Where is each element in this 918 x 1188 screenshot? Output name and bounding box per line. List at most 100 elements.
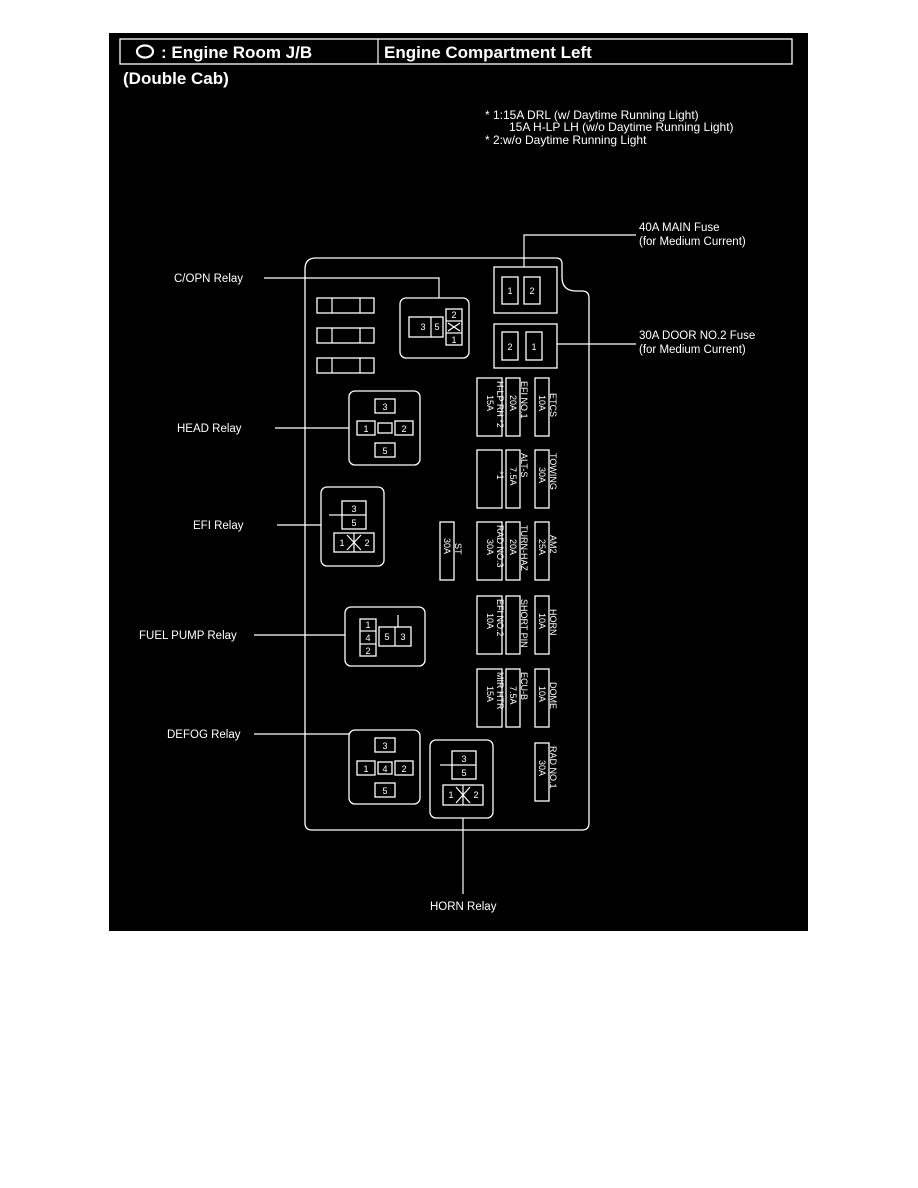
fuel-pump-pin-3: 3 xyxy=(400,632,405,642)
defog-pin-1: 1 xyxy=(363,764,368,774)
blank-slot-1 xyxy=(316,297,375,314)
junction-block-diagram: : Engine Room J/B Engine Compartment Lef… xyxy=(119,38,793,913)
fuse-mir-htr-name: MIR HTR xyxy=(495,672,505,710)
subtitle: (Double Cab) xyxy=(123,69,229,88)
fuse-column-frames xyxy=(439,377,550,802)
fuse-efi-no1-amp: 20A xyxy=(508,395,518,411)
fuse-short-pin-name: SHORT PIN xyxy=(519,599,529,648)
note-2: * 2:w/o Daytime Running Light xyxy=(485,133,647,147)
head-pin-3: 3 xyxy=(382,402,387,412)
fuse-rad-no3-amp: 30A xyxy=(485,539,495,555)
horn-pin-2: 2 xyxy=(473,790,478,800)
efi-pin-5: 5 xyxy=(351,518,356,528)
horn-pin-5: 5 xyxy=(461,768,466,778)
defog-pin-4: 4 xyxy=(382,764,387,774)
defog-relay xyxy=(348,729,421,805)
fuse-rad-no1-amp: 30A xyxy=(537,760,547,776)
note-1b: 15A H-LP LH (w/o Daytime Running Light) xyxy=(509,120,734,134)
efi-pin-3: 3 xyxy=(351,504,356,514)
fuse-rad-no1: RAD NO.1 30A xyxy=(537,746,558,789)
horn-relay-label: HORN Relay xyxy=(430,901,497,913)
blank-slot-3 xyxy=(316,357,375,374)
main-fuse-pin-2: 2 xyxy=(529,286,534,296)
door-fuse-label: 30A DOOR NO.2 Fuse xyxy=(639,330,755,342)
fuse-h-lp-rh: H-LP RH *2 15A xyxy=(485,381,505,428)
copn-relay-body xyxy=(408,316,444,338)
horn-pin-3: 3 xyxy=(461,754,466,764)
fuse-st-name: ST xyxy=(453,543,463,555)
diagram-panel: : Engine Room J/B Engine Compartment Lef… xyxy=(109,33,808,931)
efi-pin-1: 1 xyxy=(339,538,344,548)
fuse-mir-htr-amp: 15A xyxy=(485,686,495,702)
copn-pin-3: 3 xyxy=(420,322,425,332)
fuse-ecu-b-amp: 7.5A xyxy=(508,686,518,705)
fuse-ecu-b-name: ECU-B xyxy=(519,672,529,700)
fuse-etcs: ETCS 10A xyxy=(537,393,558,417)
defog-pin-2: 2 xyxy=(401,764,406,774)
fuse-ecu-b: ECU-B 7.5A xyxy=(508,672,529,705)
main-fuse-leader xyxy=(523,234,636,267)
head-pin-5: 5 xyxy=(382,446,387,456)
copn-relay-leader xyxy=(264,277,440,298)
door-fuse-terminal-1 xyxy=(525,331,543,361)
fuse-efi-no2: EFI NO.2 10A xyxy=(485,599,505,637)
copn-relay-label: C/OPN Relay xyxy=(174,273,243,285)
jb-symbol-icon xyxy=(135,44,155,59)
fuel-pump-pin-5: 5 xyxy=(384,632,389,642)
fuse-h-lp-rh-amp: 15A xyxy=(485,395,495,411)
fuse-rad-no3: RAD NO.3 30A xyxy=(485,525,505,568)
fuse-am2-amp: 25A xyxy=(537,539,547,555)
head-relay-label: HEAD Relay xyxy=(177,423,242,435)
copn-relay-coil xyxy=(445,308,463,346)
fuse-am2: AM2 25A xyxy=(537,535,558,555)
fuse-horn-amp: 10A xyxy=(537,613,547,629)
note-1: * 1:15A DRL (w/ Daytime Running Light) xyxy=(485,108,699,122)
defog-relay-label: DEFOG Relay xyxy=(167,729,241,741)
fuse-dome-name: DOME xyxy=(548,682,558,709)
fuse-towing-name: TOWING xyxy=(548,453,558,490)
main-fuse-label: 40A MAIN Fuse xyxy=(639,222,720,234)
fuse-towing-amp: 30A xyxy=(537,467,547,483)
main-fuse-sublabel: (for Medium Current) xyxy=(639,236,746,248)
location-label: Engine Compartment Left xyxy=(384,43,592,62)
head-pin-2: 2 xyxy=(401,424,406,434)
efi-pin-2: 2 xyxy=(364,538,369,548)
fuse-am2-name: AM2 xyxy=(548,535,558,554)
door-fuse-terminal-2 xyxy=(501,331,519,361)
fuse-horn: HORN 10A xyxy=(537,609,558,636)
fuse-alt-s-amp: 7.5A xyxy=(508,467,518,486)
head-pin-1: 1 xyxy=(363,424,368,434)
defog-pin-5: 5 xyxy=(382,786,387,796)
fuse-turn-haz-amp: 20A xyxy=(508,539,518,555)
door-fuse-pin-1: 1 xyxy=(531,342,536,352)
fuse-h-lp-rh-name: H-LP RH *2 xyxy=(495,381,505,428)
fuse-horn-name: HORN xyxy=(548,609,558,636)
main-fuse-housing xyxy=(493,266,558,314)
fuse-star1: *1 xyxy=(495,471,505,480)
fuse-etcs-name: ETCS xyxy=(548,393,558,417)
jb-label: : Engine Room J/B xyxy=(161,43,312,62)
defog-pin-3: 3 xyxy=(382,741,387,751)
fuse-turn-haz-name: TURN-HAZ xyxy=(519,525,529,571)
fuse-turn-haz: TURN-HAZ 20A xyxy=(508,525,529,571)
fuse-short-pin: SHORT PIN xyxy=(519,599,529,648)
fuse-etcs-amp: 10A xyxy=(537,395,547,411)
fuel-pump-relay xyxy=(344,606,426,667)
fuse-rad-no1-name: RAD NO.1 xyxy=(548,746,558,789)
copn-pin-2: 2 xyxy=(451,310,456,320)
efi-relay xyxy=(320,486,385,567)
copn-pin-1: 1 xyxy=(451,335,456,345)
fuse-efi-no2-amp: 10A xyxy=(485,613,495,629)
fuse-st: ST 30A xyxy=(442,538,463,555)
fuse-dome-amp: 10A xyxy=(537,686,547,702)
fuse-st-amp: 30A xyxy=(442,538,452,554)
fuse-towing: TOWING 30A xyxy=(537,453,558,490)
fuel-pump-pin-1: 1 xyxy=(365,620,370,630)
fuse-efi-no1-name: EFI NO.1 xyxy=(519,381,529,419)
copn-relay xyxy=(399,297,470,359)
fuse-rad-no3-name: RAD NO.3 xyxy=(495,525,505,568)
main-fuse-terminal-1 xyxy=(501,276,519,305)
main-fuse-terminal-2 xyxy=(523,276,541,305)
horn-relay xyxy=(429,739,494,819)
efi-relay-label: EFI Relay xyxy=(193,520,244,532)
